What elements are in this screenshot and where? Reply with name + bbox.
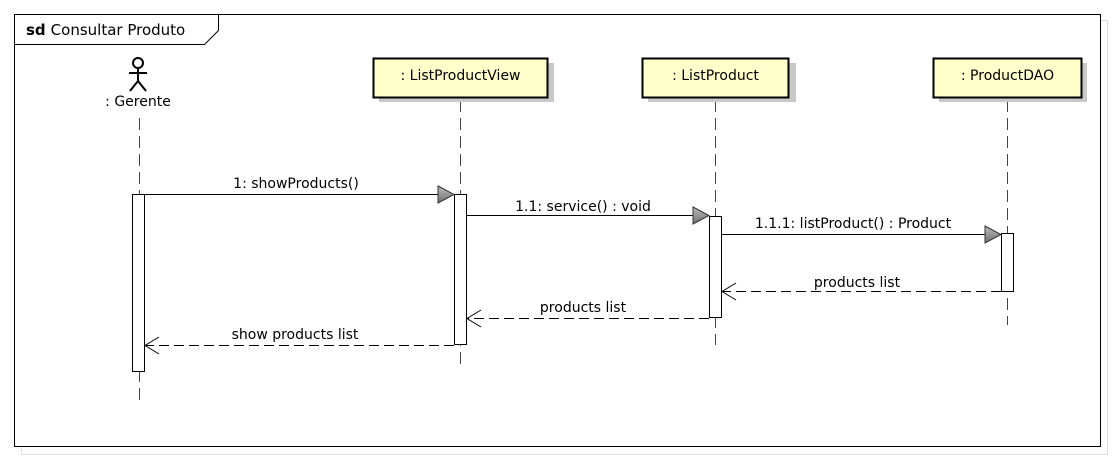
participant-productdao: : ProductDAO	[932, 57, 1087, 102]
activation-listproduct	[709, 216, 722, 318]
message-service: 1.1: service() : void	[467, 199, 711, 225]
frame-title: sd Consultar Produto	[26, 21, 185, 39]
sync-arrowhead-icon	[692, 206, 711, 225]
participant-box	[641, 57, 790, 99]
actor-label: : Gerente	[105, 94, 171, 110]
message-listproduct: 1.1.1: listProduct() : Product	[722, 216, 1003, 244]
frame: sd Consultar Produto	[14, 14, 1101, 447]
participant-label: : ProductDAO	[961, 68, 1054, 84]
return-label: show products list	[232, 327, 359, 343]
open-arrowhead-icon	[466, 309, 482, 328]
actor-stick-figure-icon	[129, 57, 147, 92]
participant-label: : ListProductView	[400, 68, 520, 84]
message-label: 1.1: service() : void	[515, 199, 651, 215]
activation-listproductview	[454, 194, 467, 345]
participant-listproduct: : ListProduct	[641, 57, 796, 102]
sync-arrowhead-icon	[984, 225, 1003, 244]
frame-tab	[14, 14, 219, 45]
return-label: products list	[540, 300, 627, 316]
return-products-list-ctrl: products list	[466, 300, 709, 328]
participant-label: : ListProduct	[672, 68, 759, 84]
message-showproducts: 1: showProducts()	[145, 176, 456, 204]
frame-name: Consultar Produto	[51, 21, 186, 39]
sync-arrowhead-icon	[437, 185, 456, 204]
activation-productdao	[1001, 233, 1014, 292]
actor-gerente: : Gerente	[105, 57, 171, 110]
activation-gerente	[132, 194, 145, 372]
return-show-products-list: show products list	[144, 327, 454, 355]
frame-keyword: sd	[26, 21, 46, 39]
return-label: products list	[814, 275, 901, 291]
open-arrowhead-icon	[721, 282, 737, 301]
open-arrowhead-icon	[144, 336, 160, 355]
participant-box	[372, 57, 549, 99]
message-label: 1: showProducts()	[233, 176, 359, 192]
participant-listproductview: : ListProductView	[372, 57, 554, 102]
return-products-list-dao: products list	[721, 275, 1001, 301]
frame-border	[14, 14, 1101, 447]
message-label: 1.1.1: listProduct() : Product	[755, 216, 952, 232]
participant-box	[932, 57, 1083, 99]
